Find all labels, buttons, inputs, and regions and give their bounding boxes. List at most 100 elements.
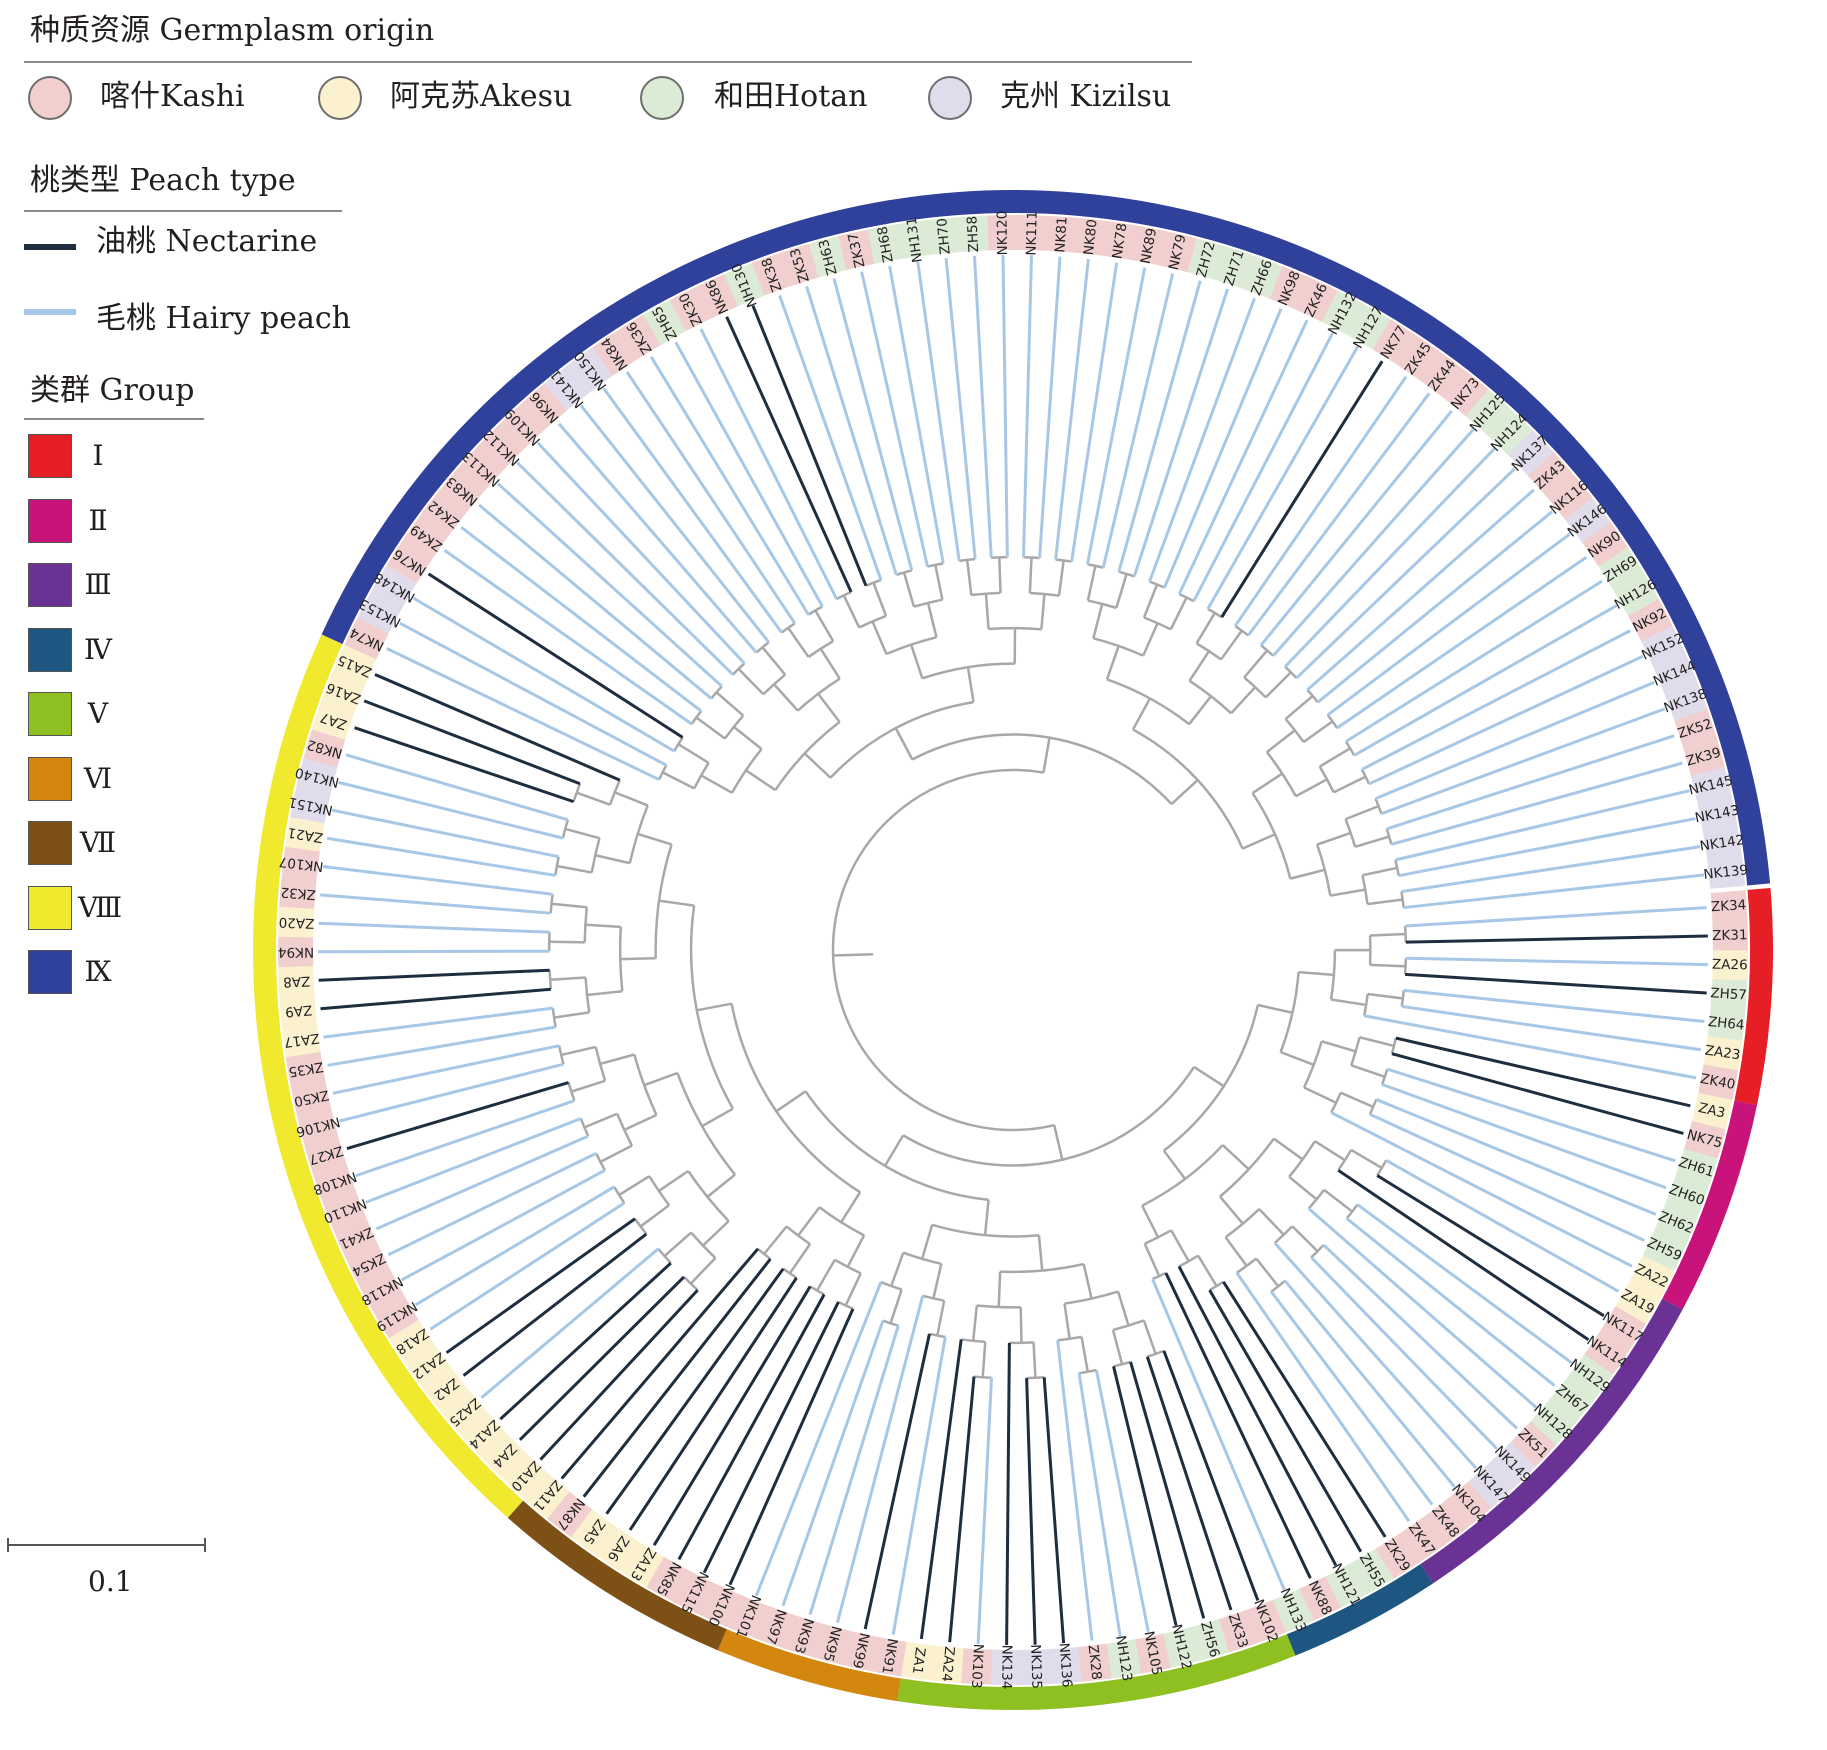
terminal-branch [808, 1325, 900, 1616]
internal-branch [1251, 772, 1283, 795]
group-ring-7 [507, 1500, 727, 1651]
leaf-label: ZH70 [934, 217, 953, 255]
terminal-branch [1310, 1256, 1499, 1450]
origin-band-cell [544, 364, 590, 411]
branch-arc [762, 673, 786, 696]
origin-band-cell [1683, 737, 1725, 776]
terminal-branch [1326, 532, 1571, 717]
internal-branch [773, 683, 799, 712]
branch-arc [567, 1082, 576, 1102]
type-legend-title: 桃类型 Peach type [30, 163, 296, 198]
group-swatch-2 [28, 498, 72, 543]
origin-band-cell [812, 1623, 851, 1665]
terminal-branch [364, 1117, 582, 1204]
leaf-label: ZK32 [280, 884, 316, 903]
origin-band-cell [1567, 1354, 1613, 1400]
internal-branch [998, 557, 1002, 593]
internal-branch [1170, 779, 1199, 805]
origin-band-cell [1372, 319, 1417, 365]
terminal-branch [560, 1247, 760, 1480]
internal-branch [1350, 1148, 1383, 1170]
terminal-branch [1094, 1369, 1150, 1632]
internal-branch [576, 791, 611, 806]
internal-branch [1362, 866, 1398, 877]
branch-arc [902, 1066, 1196, 1167]
branch-arc [730, 1003, 861, 1194]
origin-band-cell [1487, 409, 1534, 456]
group-label-5: Ⅴ [87, 697, 109, 730]
internal-branch [1115, 573, 1128, 609]
leaf-label: ZA3 [1697, 1100, 1727, 1122]
origin-band-cell [900, 1641, 935, 1681]
internal-branch [1170, 1229, 1190, 1262]
branch-arc [1279, 972, 1300, 1053]
leaf-label: ZA9 [284, 1002, 312, 1020]
terminal-branch [1117, 280, 1202, 573]
internal-branch [1284, 695, 1314, 720]
branch-arc [1029, 591, 1060, 597]
terminal-branch [1222, 1280, 1387, 1538]
branch-arc [1144, 1229, 1172, 1245]
origin-band-cell [595, 1525, 640, 1572]
internal-branch [1116, 1291, 1130, 1326]
origin-band-cell [1423, 1499, 1469, 1546]
terminal-branch [1259, 409, 1453, 647]
origin-swatch-kashi [28, 76, 72, 120]
terminal-branch [891, 1336, 947, 1635]
internal-branch [883, 1134, 905, 1167]
origin-band-cell [841, 1630, 879, 1672]
leaf-label: NK91 [878, 1637, 900, 1675]
origin-band-cell [1296, 277, 1338, 323]
origin-band-cell [1508, 430, 1554, 477]
terminal-branch [323, 1006, 554, 1039]
branch-arc [1118, 570, 1135, 578]
branch-arc [1106, 678, 1190, 726]
origin-band-cell [357, 590, 403, 634]
terminal-branch [318, 921, 550, 934]
branch-arc [689, 905, 734, 1110]
branch-arc [973, 1375, 992, 1380]
internal-branch [1255, 1257, 1280, 1288]
internal-branch [1266, 729, 1296, 754]
branch-arc [548, 970, 553, 990]
origin-band-cell [809, 236, 847, 278]
branch-arc [911, 733, 1173, 805]
origin-band-cell [1707, 855, 1746, 889]
branch-arc [971, 591, 1001, 597]
origin-band-cell [867, 224, 904, 264]
origin-band-cell [780, 243, 820, 286]
branch-arc [676, 1072, 736, 1176]
terminal-branch [625, 371, 797, 625]
branch-arc [618, 926, 624, 992]
branch-arc [1270, 1279, 1286, 1293]
origin-band-cell [1020, 1649, 1052, 1685]
terminal-branch [318, 968, 550, 982]
terminal-branch [1132, 288, 1229, 577]
internal-branch [658, 1169, 689, 1193]
origin-band-cell [930, 1645, 964, 1684]
origin-band-cell [871, 1636, 907, 1677]
internal-branch [840, 1191, 862, 1223]
branch-arc [1023, 556, 1040, 560]
internal-branch [1032, 1342, 1037, 1378]
terminal-branch [536, 441, 746, 665]
internal-branch [816, 1259, 836, 1292]
origin-band-cell [957, 215, 989, 253]
group-legend-rule [24, 418, 204, 420]
branch-arc [551, 1007, 557, 1028]
terminal-branch [1295, 467, 1516, 680]
origin-band-cell [1242, 255, 1283, 299]
internal-branch [737, 668, 765, 696]
leaf-label: NK136 [1056, 1642, 1075, 1688]
branch-arc [809, 1285, 825, 1296]
internal-branch [1303, 1086, 1337, 1104]
internal-branch [894, 727, 914, 761]
origin-band-cell [1710, 890, 1748, 922]
origin-swatch-hotan [640, 76, 684, 120]
terminal-branch [973, 255, 993, 558]
origin-band-cell [1049, 1646, 1082, 1685]
terminal-branch [414, 1185, 615, 1307]
branch-arc [1026, 1375, 1045, 1380]
branch-arc [1400, 990, 1406, 1007]
